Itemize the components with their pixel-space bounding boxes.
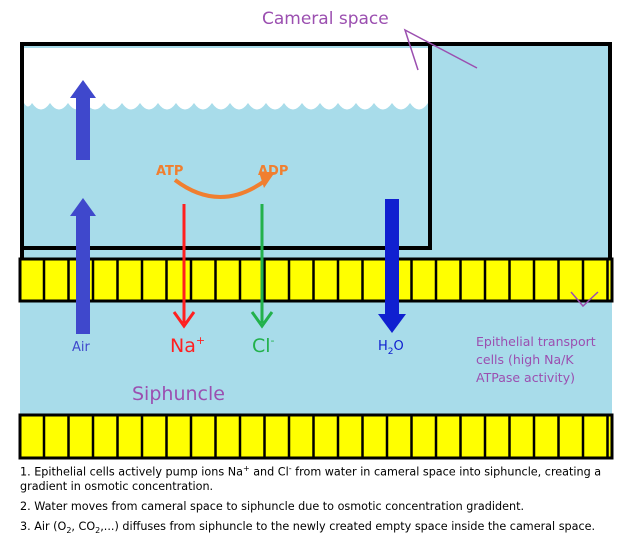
chamber-top-wall	[20, 42, 612, 46]
air-arrow-upper	[70, 80, 96, 160]
cl-ion-label: Cl-	[252, 334, 275, 357]
cameral-pointer	[403, 28, 478, 71]
air-label: Air	[72, 340, 91, 355]
h2o-label: H2O	[378, 339, 404, 357]
note-3: 3. Air (O2, CO2,...) diffuses from siphu…	[20, 519, 596, 535]
cell-layer-band	[18, 413, 614, 460]
epithelial-cell-layer-lower	[18, 413, 614, 460]
septum-wall	[428, 42, 432, 250]
atp-adp-arrowhead	[259, 172, 275, 188]
chamber-right-wall	[608, 42, 612, 260]
adp-label: ADP	[258, 164, 288, 179]
h2o-arrow	[378, 199, 406, 333]
epithelial-pointer	[570, 291, 599, 308]
explanation-notes: 1. Epithelial cells actively pump ions N…	[20, 462, 632, 544]
atp-adp-curve	[173, 178, 268, 199]
na-ion-arrow	[172, 204, 196, 329]
na-ion-label: Na+	[170, 334, 205, 357]
epithelial-transport-label: Epithelial transport cells (high Na/K AT…	[476, 334, 600, 385]
air-arrow-lower	[70, 198, 96, 334]
empty-air-space	[24, 48, 428, 110]
atp-label: ATP	[156, 164, 183, 179]
cell-layer-band	[18, 257, 614, 303]
chamber-floor	[20, 246, 432, 250]
epithelial-cell-layer-upper	[18, 257, 614, 303]
siphuncle-label: Siphuncle	[132, 383, 225, 405]
siphuncle-diagram: Cameral space ATP ADP Air Na+ Cl- H2O Si…	[18, 9, 614, 460]
chamber-left-wall	[20, 42, 24, 260]
cl-ion-arrow	[250, 204, 274, 329]
cameral-space-label: Cameral space	[262, 9, 389, 29]
note-2: 2. Water moves from cameral space to sip…	[20, 499, 525, 513]
siphuncle-lumen	[20, 300, 612, 415]
note-1: 1. Epithelial cells actively pump ions N…	[20, 464, 602, 493]
